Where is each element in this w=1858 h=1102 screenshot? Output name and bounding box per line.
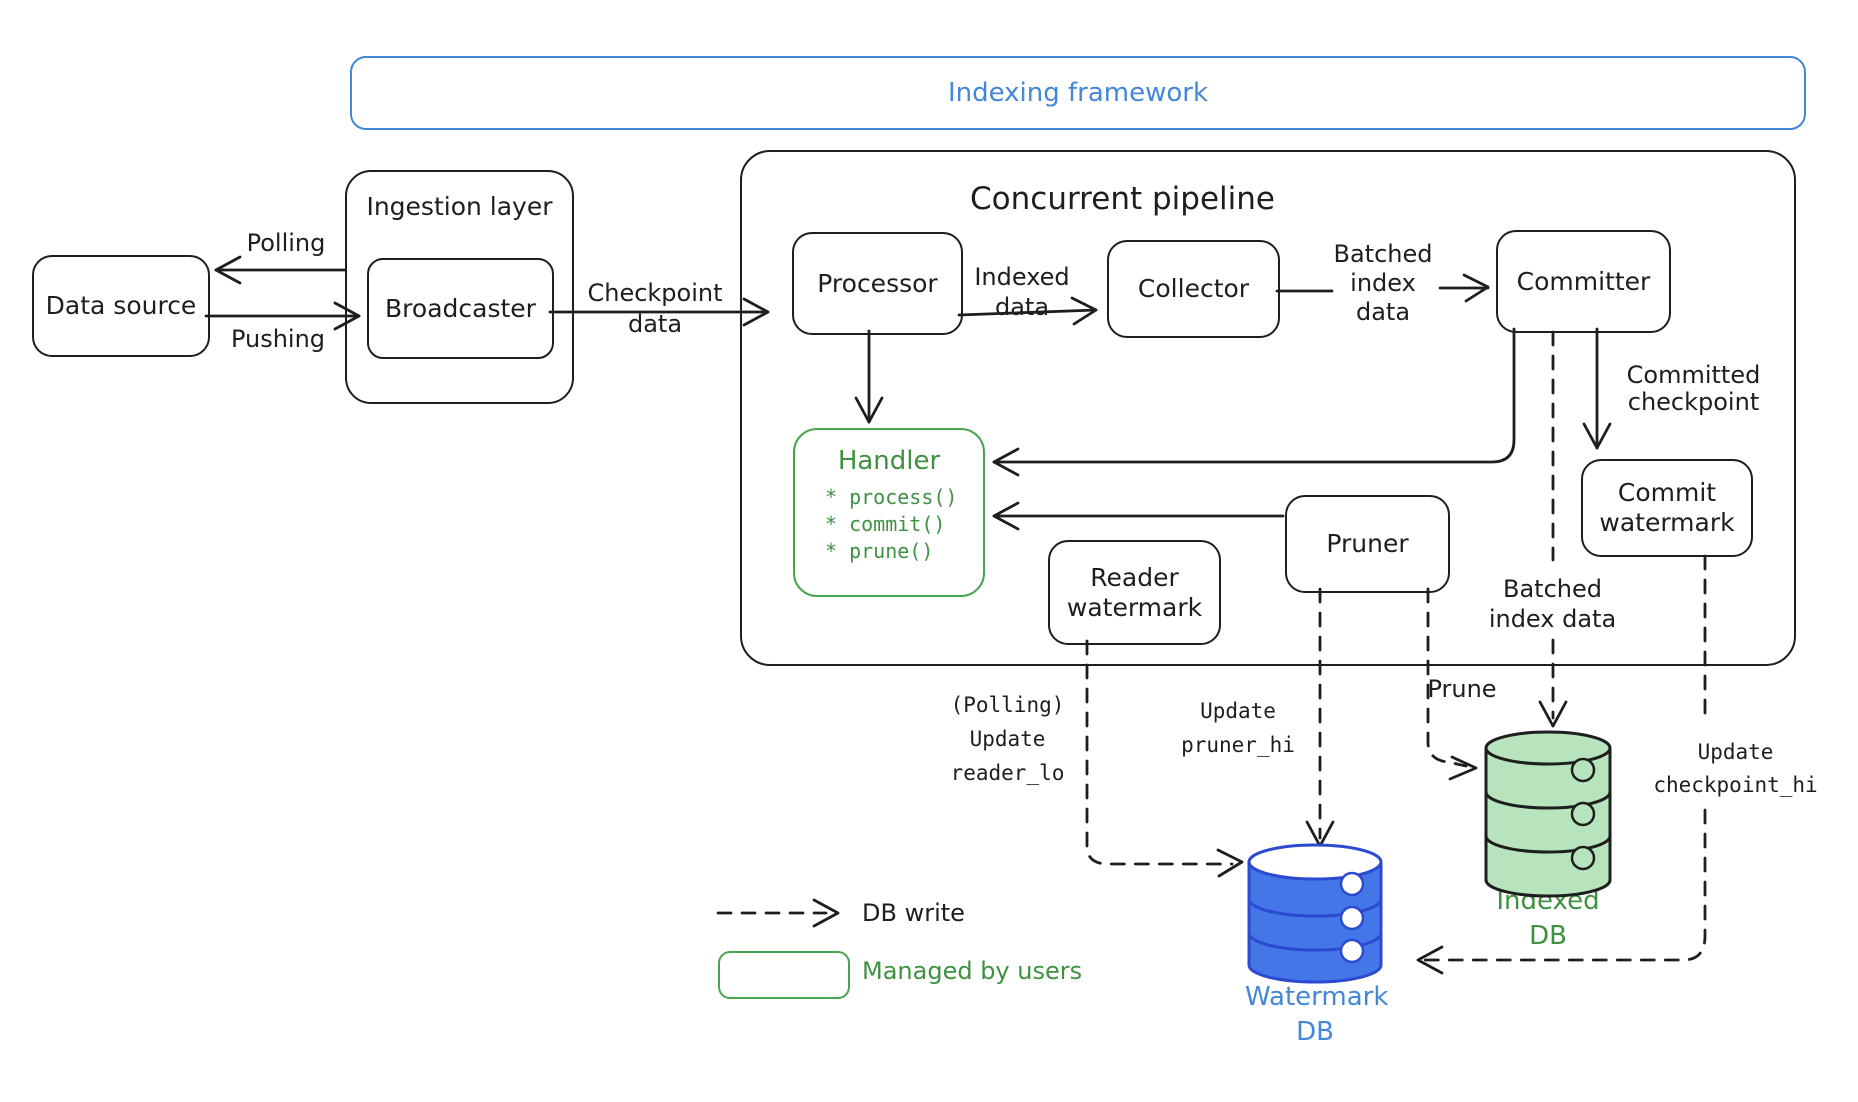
processor-node: Processor bbox=[792, 232, 963, 335]
indexed-db-dot-2 bbox=[1570, 801, 1596, 827]
concurrent-pipeline-box bbox=[740, 150, 1796, 666]
pruner-label: Pruner bbox=[1326, 529, 1409, 558]
watermark-db-cylinder bbox=[1247, 843, 1383, 984]
reader-watermark-node: Reader watermark bbox=[1048, 540, 1221, 645]
polling-arrow bbox=[214, 255, 347, 285]
reader-watermark-label-line1: Reader bbox=[1090, 562, 1179, 592]
handler-methods: * process() * commit() * prune() bbox=[825, 484, 957, 565]
indexed-db-dot-3 bbox=[1570, 845, 1596, 871]
batched-index-data-2-edge-label: Batched index data bbox=[1488, 575, 1617, 633]
pruner-node: Pruner bbox=[1285, 495, 1450, 593]
legend-managed-label: Managed by users bbox=[862, 957, 1083, 985]
concurrent-pipeline-title: Concurrent pipeline bbox=[970, 181, 1275, 217]
processor-label: Processor bbox=[817, 268, 938, 298]
indexing-framework-title: Indexing framework bbox=[947, 78, 1209, 108]
watermark-db-dot-1 bbox=[1339, 871, 1365, 897]
watermark-db-dot-2 bbox=[1339, 905, 1365, 931]
legend-db-write-arrow bbox=[716, 898, 840, 928]
handler-method-commit: * commit() bbox=[825, 512, 946, 536]
legend-managed-box bbox=[718, 951, 850, 999]
collector-node: Collector bbox=[1107, 240, 1280, 338]
indexed-data-edge-label: Indexed data bbox=[974, 263, 1070, 321]
batched-index-data-edge-label: Batched index data bbox=[1333, 240, 1433, 326]
ingestion-layer-box: Ingestion layer bbox=[345, 170, 574, 404]
update-reader-lo-label: (Polling) Update reader_lo bbox=[950, 693, 1065, 785]
watermark-db-dot-3 bbox=[1339, 938, 1365, 964]
checkpoint-data-edge-label: Checkpoint data bbox=[587, 279, 723, 338]
ingestion-layer-title: Ingestion layer bbox=[366, 192, 553, 221]
indexed-db-cylinder bbox=[1484, 730, 1612, 898]
watermark-db-label: Watermark DB bbox=[1245, 982, 1389, 1047]
committer-node: Committer bbox=[1496, 230, 1671, 333]
data-source-node: Data source bbox=[32, 255, 210, 357]
legend-db-write-label: DB write bbox=[862, 899, 965, 927]
update-pruner-hi-label: Update pruner_hi bbox=[1181, 699, 1295, 757]
pushing-edge-label: Pushing bbox=[230, 325, 326, 353]
collector-label: Collector bbox=[1137, 274, 1250, 303]
handler-method-prune: * prune() bbox=[825, 539, 934, 563]
polling-edge-label: Polling bbox=[246, 229, 326, 257]
indexing-framework-box: Indexing framework bbox=[350, 56, 1806, 130]
data-source-label: Data source bbox=[45, 291, 197, 320]
committer-label: Committer bbox=[1516, 266, 1651, 296]
reader-watermark-label-line2: watermark bbox=[1066, 592, 1203, 622]
commit-watermark-label-line2: watermark bbox=[1599, 508, 1735, 537]
commit-watermark-label-line1: Commit bbox=[1617, 478, 1717, 507]
broadcaster-node: Broadcaster bbox=[367, 258, 554, 359]
update-checkpoint-hi-label: Update checkpoint_hi bbox=[1653, 740, 1818, 797]
handler-method-process: * process() bbox=[825, 485, 958, 509]
indexed-db-label: Indexed DB bbox=[1496, 886, 1600, 951]
commit-watermark-node: Commit watermark bbox=[1581, 459, 1753, 557]
prune-edge-label: Prune bbox=[1427, 675, 1497, 703]
committed-checkpoint-edge-label: Committed checkpoint bbox=[1626, 361, 1761, 416]
broadcaster-label: Broadcaster bbox=[385, 293, 536, 323]
handler-title: Handler bbox=[837, 446, 941, 476]
indexed-db-dot-1 bbox=[1570, 757, 1596, 783]
handler-node: Handler * process() * commit() * prune() bbox=[793, 428, 985, 597]
